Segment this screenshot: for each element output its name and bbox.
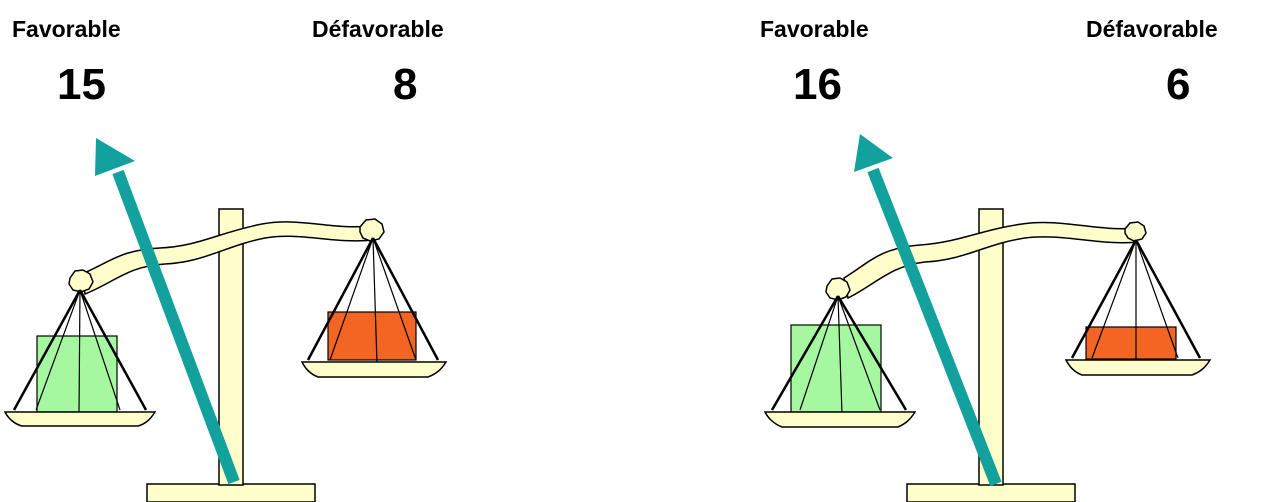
defavorable-count: 8 [393,60,418,109]
balance-scale-illustration [3,138,448,502]
scale-base [906,483,1076,502]
scale-panel-2: Favorable Défavorable 16 6 [760,0,1271,502]
left-pivot-knob [68,269,94,293]
favorable-count: 16 [793,60,842,109]
favorable-label: Favorable [12,16,121,42]
favorable-block [790,324,882,413]
balance-scale-illustration [763,134,1212,502]
left-pan-inner-strings [799,295,881,415]
favorable-label: Favorable [760,16,869,42]
right-pan [1064,359,1212,376]
tilt-arrow-icon [95,138,240,485]
defavorable-count: 6 [1166,60,1191,109]
right-pan-inner-strings [1091,239,1179,362]
scale-panel-1: Favorable Défavorable 15 8 [0,0,635,502]
favorable-block [36,335,118,413]
defavorable-label: Défavorable [1086,16,1218,42]
left-pan-inner-strings [35,289,121,415]
right-pivot-knob [1124,221,1147,242]
left-pan [763,411,917,428]
left-pan [3,411,157,427]
tilt-arrow-icon [854,134,1002,487]
scale-base [146,483,316,502]
right-pivot-knob [359,218,385,242]
left-pan-strings [770,295,908,411]
left-pivot-knob [825,277,851,301]
defavorable-block [327,311,417,361]
favorable-count: 15 [57,60,106,109]
right-pan [300,361,448,378]
defavorable-block [1085,326,1177,360]
right-pan-inner-strings [329,237,417,365]
defavorable-label: Défavorable [312,16,444,42]
left-pan-strings [12,289,148,411]
right-pan-strings [1070,239,1202,359]
right-pan-strings [306,237,440,361]
